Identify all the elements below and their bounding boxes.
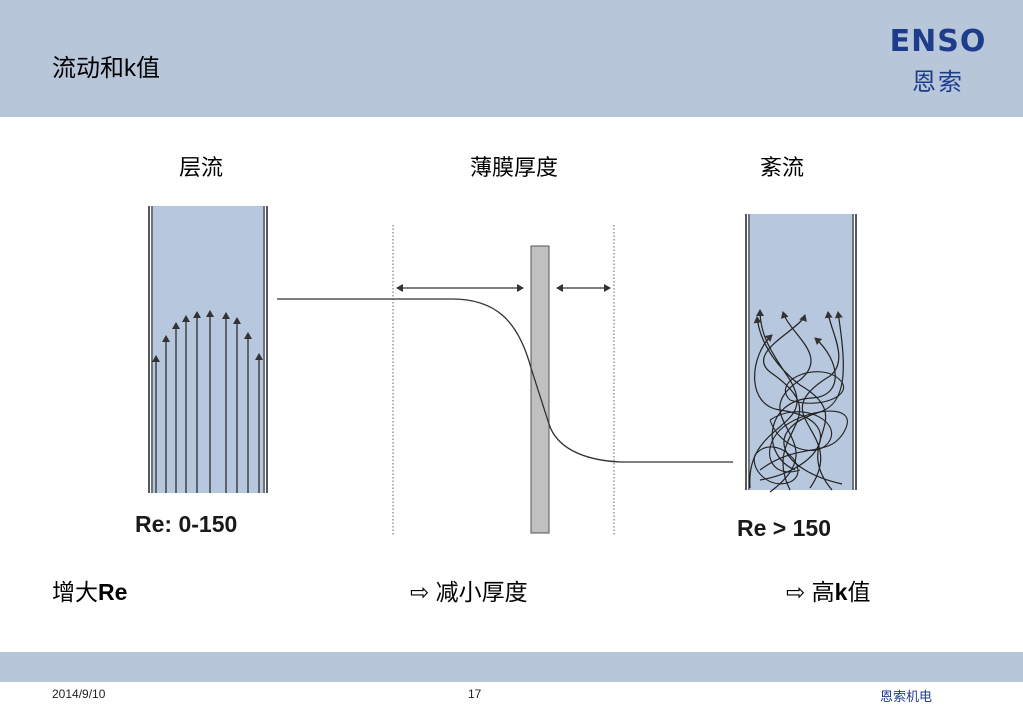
turbulent-pipe [745, 214, 857, 493]
laminar-pipe [148, 206, 268, 493]
logo-chinese: 恩索 [912, 68, 964, 96]
right-arrow-icon: ⇨ [410, 579, 430, 605]
page-number: 17 [468, 687, 482, 701]
eddy-path [771, 337, 836, 471]
laminar-reynolds-range: Re: 0-150 [135, 511, 238, 537]
turbulent-reynolds-range: Re > 150 [737, 515, 831, 541]
turbulent-label: 紊流 [760, 155, 805, 180]
eddy-path [762, 314, 807, 491]
turbulent-eddy-loops [753, 371, 848, 485]
high-k-suffix: 值 [847, 579, 871, 605]
header-band [0, 0, 1023, 117]
heat-transfer-wall [530, 245, 550, 534]
film-thickness-diagram [277, 225, 733, 535]
increase-re-text: 增大Re [52, 573, 127, 607]
high-k-prefix: 高 [811, 579, 835, 605]
eddy-loop [769, 411, 833, 451]
turbulent-pipe-fill [748, 214, 854, 490]
laminar-velocity-arrows [152, 310, 263, 493]
film-thickness-label: 薄膜厚度 [470, 155, 559, 180]
logo-mark: ENSO [889, 24, 987, 59]
footer-company: 恩索机电 [880, 689, 933, 704]
increase-re-prefix: 增大 [52, 579, 98, 605]
laminar-pipe-fill [151, 206, 265, 493]
footer-date: 2014/9/10 [52, 687, 106, 701]
eddy-path [801, 311, 840, 489]
high-k-bold: k [834, 579, 848, 605]
reduce-thickness-text: ⇨ 减小厚度 [410, 573, 528, 607]
right-arrow-icon: ⇨ [786, 579, 806, 605]
reduce-thickness-label: 减小厚度 [435, 579, 528, 605]
high-k-text: ⇨ 高k值 [786, 573, 870, 607]
eddy-path [769, 311, 812, 493]
eddy-loop [753, 446, 799, 485]
enso-logo: ENSO 恩索 [888, 24, 988, 96]
increase-re-bold: Re [98, 579, 128, 605]
eddy-path [753, 316, 833, 491]
eddy-loop [784, 371, 844, 404]
eddy-path [754, 334, 822, 481]
slide-title: 流动和k值 [52, 55, 160, 82]
laminar-label: 层流 [179, 155, 224, 180]
footer-band [0, 652, 1023, 682]
temperature-profile-curve [277, 298, 733, 463]
